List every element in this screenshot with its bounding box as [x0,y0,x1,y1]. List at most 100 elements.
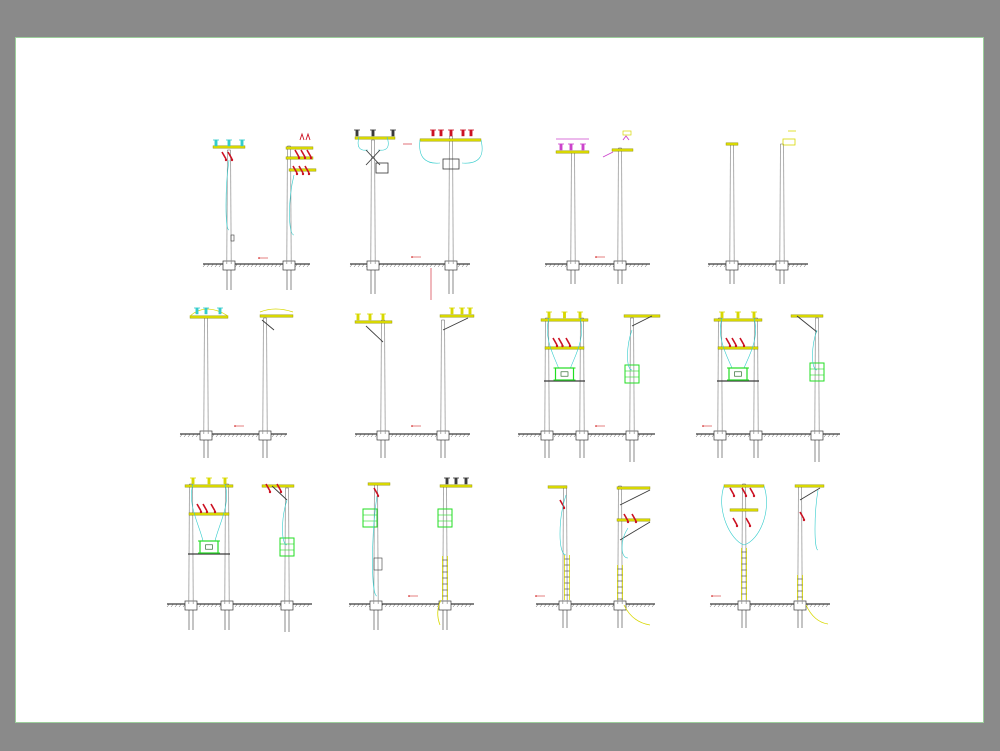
insulators [444,477,469,485]
fuse-tip [561,344,564,348]
insulator [207,477,211,485]
fuse-tip [802,518,806,522]
hframe-r2-b-right-footing [749,430,763,458]
crossarm [354,136,396,140]
crossarm-bar [184,484,234,488]
ground-hatch [580,264,584,268]
ground-hatch [306,264,310,268]
ground-hatch [235,434,239,438]
pole-edge-left [729,143,731,265]
ground-hatch [358,434,362,438]
loops-r3g [721,485,767,546]
ground-label [411,425,421,427]
ground-hatch [424,604,428,608]
crossarm-bar [723,484,765,488]
pole-edge-left [203,317,205,435]
ground-hatch [266,604,270,608]
pole-r2-d [440,319,446,435]
fuse-cutout [196,503,202,512]
ground-hatch [460,604,464,608]
ground-hatch [227,434,231,438]
insulator [736,311,740,319]
ground-hatch [809,604,813,608]
insulator [460,307,464,315]
hframe-r2-b-transformer [727,367,749,381]
fuse-tip [224,158,228,162]
brace [261,319,275,331]
hframe-r3-a-left [188,483,194,605]
crossarm-bar [439,484,473,488]
ground-row3-group2 [348,603,474,608]
ground-hatch [603,604,607,608]
pole-r1-c-footing [366,260,380,294]
pole-edge-left [284,487,286,605]
ground-hatch [231,434,235,438]
insulator [559,143,563,151]
ladder-r3e [564,555,570,600]
footing-block [725,260,739,271]
fuse-cutout [294,149,300,158]
ground-hatch [817,604,821,608]
hv-drop [547,317,559,369]
insulator [355,129,359,137]
ground-hatch [195,434,199,438]
footing-block [369,600,383,611]
label-dot [411,256,413,258]
pole-edge-left [779,143,781,265]
fuse-cutouts [221,151,234,162]
hv-drop [720,317,733,369]
ground-hatch [649,434,653,438]
hframe-r2-a-left-footing [540,430,554,458]
fuse-cutouts [196,503,217,514]
fuse-cutout [373,487,379,496]
ground-hatch [781,604,785,608]
insulator [381,313,385,321]
fuse-tip [376,494,380,498]
insulator [720,311,724,319]
insulator [469,129,473,137]
insulators [213,139,245,147]
ground-hatch [813,604,817,608]
ground-hatch [589,434,593,438]
jumpers-wide [419,139,483,164]
transformer-body [279,537,295,557]
ground-hatch [452,604,456,608]
pole-edge-left [226,149,228,265]
hframe-r2-b-left-footing [713,430,727,458]
insulator [468,307,472,315]
hframe-r2-a-left [544,317,550,435]
ground-hatch [803,264,807,268]
ground-hatch [417,264,421,268]
ground-hatch [761,604,765,608]
ground-hatch [791,434,795,438]
ground-hatch [405,264,409,268]
ground-label [411,256,421,258]
fuse-cutouts [373,487,380,498]
ground-hatch [425,264,429,268]
crossarm [790,314,824,318]
label-dot [258,257,260,259]
pole-r2-f-footing [810,430,824,462]
ground-hatch [400,604,404,608]
fuse-cutouts [725,337,746,348]
fuse-tip [297,156,301,160]
ground-hatch [640,264,644,268]
ground-hatch [823,434,827,438]
ground-hatch [298,604,302,608]
brace [619,521,651,541]
crossarm [184,484,234,488]
label-dot [411,425,413,427]
ground-row1-group4 [707,263,808,268]
label-dot [535,595,537,597]
ground-hatch [713,604,717,608]
hv-drop [570,317,582,369]
ground-hatch [370,434,374,438]
brace [365,325,384,343]
crossarm-bar [616,486,651,490]
ground-hatch [352,604,356,608]
ground-hatch [421,264,425,268]
pole-edge-left [753,317,755,435]
crossarm-bar [729,508,759,512]
ground-hatch [275,434,279,438]
ground-hatch [298,264,302,268]
